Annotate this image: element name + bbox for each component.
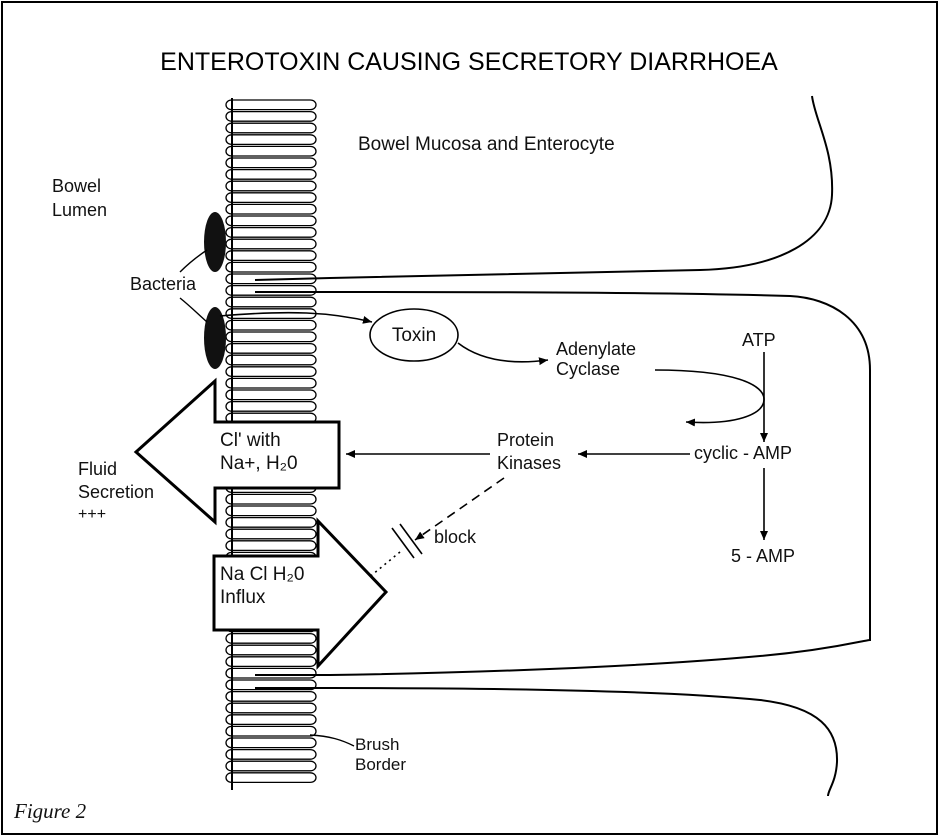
toxin-label: Toxin	[392, 325, 436, 346]
brush-border-label: Brush Border	[355, 735, 406, 774]
5-amp-label: 5 - AMP	[731, 546, 795, 566]
cyclic-amp-label: cyclic - AMP	[694, 443, 792, 463]
block-label: block	[434, 527, 477, 547]
bacteria-label: Bacteria	[130, 274, 197, 294]
bacterium-upper	[204, 212, 226, 272]
figure-caption: Figure 2	[13, 799, 87, 823]
atp-label: ATP	[742, 330, 776, 350]
figure-title: ENTEROTOXIN CAUSING SECRETORY DIARRHOEA	[160, 48, 778, 76]
region-label: Bowel Mucosa and Enterocyte	[358, 134, 615, 155]
